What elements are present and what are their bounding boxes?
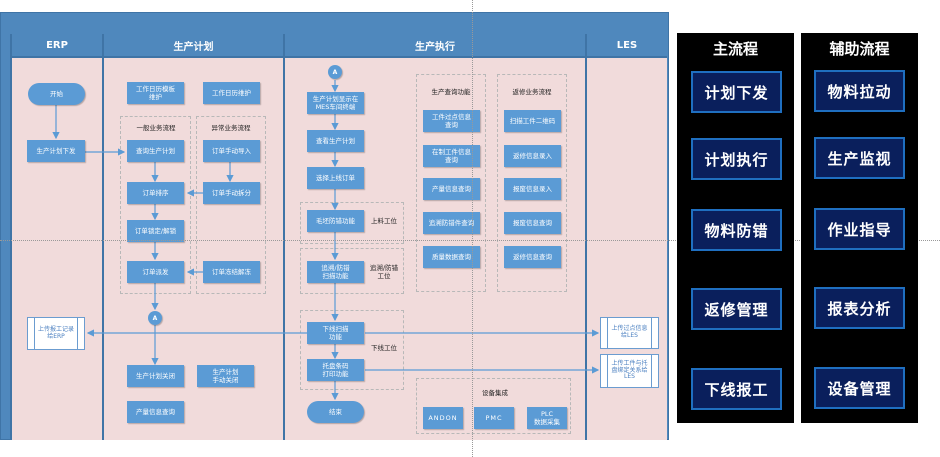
trace-scan-node[interactable]: 追溯/防错 扫描功能 [307,261,364,283]
group-exception-flow [196,116,266,294]
station-trace-label: 追溯/防错 工位 [369,264,399,281]
station-offline-label: 下线工位 [371,344,397,352]
aux-flow-item[interactable]: 设备管理 [814,367,905,409]
lane-divider [585,34,587,440]
aux-flow-item[interactable]: 报表分析 [814,287,905,329]
lane-header-les: LES [587,34,667,58]
lane-divider [283,34,285,440]
repair-item[interactable]: 返修信息查询 [504,246,561,268]
start-node[interactable]: 开始 [28,83,85,105]
upload-pass-les-doc[interactable]: 上传过点信息 给LES [600,317,659,349]
group-loading-station [300,202,404,244]
query-plan-node[interactable]: 查询生产计划 [127,140,184,162]
device-andon[interactable]: ANDON [423,407,463,429]
lane-header-exec: 生产执行 [285,34,585,58]
station-loading-label: 上料工位 [371,217,397,225]
repair-item[interactable]: 返修信息录入 [504,145,561,167]
calendar-maintain-node[interactable]: 工作日历维护 [203,82,260,104]
plan-release-node[interactable]: 生产计划下发 [27,140,85,162]
upload-report-erp-doc[interactable]: 上传报工记录 给ERP [27,317,85,350]
aux-flow-item[interactable]: 物料拉动 [814,70,905,112]
plan-manual-close-node[interactable]: 生产计划 手动关闭 [197,365,254,387]
upload-bind-les-doc[interactable]: 上传工件与托 盘绑定关系给 LES [600,354,659,388]
aux-flow-item[interactable]: 生产监视 [814,137,905,179]
calendar-template-node[interactable]: 工作日历模板 维护 [127,82,184,104]
manual-split-node[interactable]: 订单手动拆分 [203,182,260,204]
device-plc[interactable]: PLC 数据采集 [527,407,567,429]
main-flow-item[interactable]: 物料防错 [691,209,782,251]
main-flow-item[interactable]: 计划下发 [691,71,782,113]
guide-line-horizontal [0,240,940,241]
lane-divider [10,34,12,440]
device-group-label: 设备集成 [482,389,508,397]
query-item[interactable]: 质量数据查询 [423,246,480,268]
order-sort-node[interactable]: 订单排序 [127,182,184,204]
view-plan-node[interactable]: 查看生产计划 [307,130,364,152]
aux-flow-item[interactable]: 作业指导 [814,208,905,250]
query-item[interactable]: 工件过点信息 查询 [423,110,480,132]
plan-close-node[interactable]: 生产计划关闭 [127,365,184,387]
connector-a-plan[interactable]: A [148,311,162,325]
order-dispatch-node[interactable]: 订单派发 [127,261,184,283]
lane-header-plan: 生产计划 [104,34,283,58]
group-repair-flow [497,74,567,292]
output-query-node[interactable]: 产量信息查询 [127,401,184,423]
lane-header-erp: ERP [12,34,102,58]
order-lock-node[interactable]: 订单锁定/解锁 [127,220,184,242]
pallet-print-node[interactable]: 托盘条码 打印功能 [307,359,364,381]
freeze-unfreeze-node[interactable]: 订单冻结解冻 [203,261,260,283]
group-device-integration [416,378,571,434]
lane-body-erp [12,58,102,440]
lane-divider [102,34,104,440]
connector-a-exec[interactable]: A [328,65,342,79]
end-node[interactable]: 结束 [307,401,364,423]
aux-flow-title: 辅助流程 [829,40,890,58]
main-flow-item[interactable]: 计划执行 [691,138,782,180]
group-exception-label: 异常业务流程 [211,124,251,132]
device-pmc[interactable]: PMC [474,407,514,429]
query-group-label: 生产查询功能 [431,88,471,96]
guide-line-vertical [472,0,473,457]
group-query-functions [416,74,486,292]
show-terminal-node[interactable]: 生产计划显示在 MES车间终端 [307,92,364,114]
group-offline-station [300,310,404,390]
repair-group-label: 返修业务流程 [512,88,552,96]
repair-item[interactable]: 报废信息录入 [504,178,561,200]
repair-item[interactable]: 报废信息查询 [504,212,561,234]
blank-error-proof-node[interactable]: 毛坯防错功能 [307,210,364,232]
main-flow-item[interactable]: 下线报工 [691,368,782,410]
query-item[interactable]: 追溯防错件查询 [423,212,480,234]
manual-import-node[interactable]: 订单手动导入 [203,140,260,162]
group-trace-station [300,248,404,294]
query-item[interactable]: 产量信息查询 [423,178,480,200]
repair-item[interactable]: 扫描工件二维码 [504,110,561,132]
main-flow-title: 主流程 [712,40,758,58]
offline-scan-node[interactable]: 下线扫描 功能 [307,322,364,344]
select-order-node[interactable]: 选择上线订单 [307,167,364,189]
group-normal-label: 一般业务流程 [136,124,176,132]
main-flow-item[interactable]: 返修管理 [691,288,782,330]
query-item[interactable]: 在制工件信息 查询 [423,145,480,167]
